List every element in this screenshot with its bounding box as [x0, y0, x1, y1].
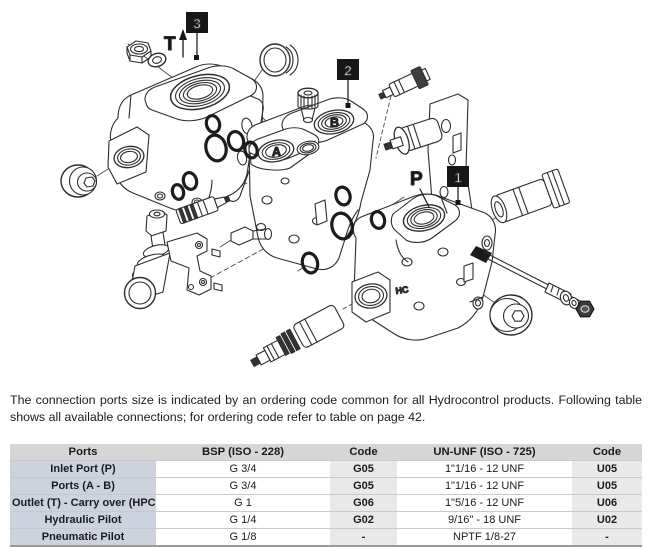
o-ring	[334, 185, 352, 207]
port-label-a: A	[272, 145, 281, 159]
cell-unf-code: U05	[572, 477, 642, 495]
cell-port: Inlet Port (P)	[10, 460, 156, 478]
marker-1: 1	[447, 166, 469, 205]
o-ring	[300, 251, 320, 275]
cell-bsp-code: G02	[330, 511, 397, 529]
cell-bsp: G 1/8	[156, 528, 330, 547]
description-paragraph: The connection ports size is indicated b…	[10, 393, 642, 424]
cell-bsp: G 3/4	[156, 477, 330, 495]
o-ring	[243, 140, 259, 160]
cartridge-valve-bottom	[250, 304, 345, 367]
work-pilot-hole	[296, 140, 320, 156]
cell-port: Outlet (T) - Carry over (HPCO)	[10, 494, 156, 512]
tie-rod-nut	[575, 300, 595, 318]
tie-rod-washer	[559, 290, 573, 306]
outlet-side-port	[113, 145, 145, 169]
inlet-port-p	[402, 204, 446, 232]
small-cartridge-fitting	[175, 196, 231, 225]
cell-port: Ports (A - B)	[10, 477, 156, 495]
inlet-side-port	[354, 283, 388, 309]
cell-port: Hydraulic Pilot	[10, 511, 156, 529]
cell-unf: NPTF 1/8-27	[397, 528, 572, 547]
relief-valve-assembly	[123, 209, 223, 310]
o-ring	[181, 171, 199, 191]
marker-2: 2	[337, 59, 359, 108]
marker-1-number: 1	[454, 170, 462, 186]
table-row: Inlet Port (P) G 3/4 G05 1"1/16 - 12 UNF…	[10, 460, 642, 478]
cell-unf: 1"1/16 - 12 UNF	[397, 477, 572, 495]
spool-clevis	[219, 226, 273, 248]
tie-rod-star-washer	[568, 297, 580, 309]
cell-bsp: G 1/4	[156, 511, 330, 529]
column-header-ports: Ports	[10, 443, 156, 461]
port-label-t: T	[164, 34, 176, 55]
o-ring	[170, 183, 186, 201]
valve-body-work	[246, 97, 375, 271]
socket-plug	[60, 164, 98, 198]
work-port-b	[313, 109, 355, 135]
table-row: Pneumatic Pilot G 1/8 - NPTF 1/8-27 -	[10, 528, 642, 547]
table-row: Outlet (T) - Carry over (HPCO) G 1 G06 1…	[10, 494, 642, 512]
table-row: Hydraulic Pilot G 1/4 G02 9/16" - 18 UNF…	[10, 511, 642, 529]
cell-port: Pneumatic Pilot	[10, 528, 156, 547]
cell-bsp: G 3/4	[156, 460, 330, 478]
exploded-view-diagram: HC	[60, 12, 595, 367]
cell-unf-code: U02	[572, 511, 642, 529]
end-plug	[489, 294, 533, 336]
column-header-code-bsp: Code	[330, 443, 397, 461]
cell-bsp-code: -	[330, 528, 397, 547]
cartridge-valve-right	[490, 168, 570, 224]
valve-exploded-drawing: HC	[60, 12, 595, 367]
t-arrow-head	[179, 29, 187, 40]
banjo-fitting	[378, 66, 431, 100]
cell-unf: 1"5/16 - 12 UNF	[397, 494, 572, 512]
port-label-p: P	[410, 169, 423, 190]
cell-unf-code: U05	[572, 460, 642, 478]
cell-unf: 1"1/16 - 12 UNF	[397, 460, 572, 478]
adjust-knob	[297, 87, 319, 124]
column-header-unf: UN-UNF (ISO - 725)	[397, 443, 572, 461]
port-label-t-group: T	[163, 29, 187, 58]
o-ring	[226, 130, 246, 152]
cell-bsp-code: G06	[330, 494, 397, 512]
plug-cap	[259, 43, 299, 77]
o-ring	[204, 114, 222, 134]
valve-body-outlet	[107, 63, 264, 212]
work-port-a	[257, 139, 295, 163]
marker-3: 3	[186, 12, 208, 60]
cell-bsp-code: G05	[330, 460, 397, 478]
cell-bsp-code: G05	[330, 477, 397, 495]
outlet-port-t	[169, 73, 231, 111]
tie-rod	[470, 246, 595, 318]
cell-bsp: G 1	[156, 494, 330, 512]
cell-unf-code: U06	[572, 494, 642, 512]
o-ring	[204, 133, 228, 163]
cast-logo-hc: HC	[395, 284, 410, 296]
column-header-bsp: BSP (ISO - 228)	[156, 443, 330, 461]
solenoid-cartridge	[383, 117, 443, 155]
o-ring	[330, 211, 354, 241]
table-header-row: Ports BSP (ISO - 228) Code UN-UNF (ISO -…	[10, 443, 642, 461]
marker-2-number: 2	[344, 63, 352, 79]
marker-3-number: 3	[193, 16, 201, 32]
ports-table: Ports BSP (ISO - 228) Code UN-UNF (ISO -…	[10, 443, 642, 547]
cell-unf: 9/16" - 18 UNF	[397, 511, 572, 529]
o-ring	[369, 210, 387, 230]
o-rings	[170, 114, 387, 275]
table-row: Ports (A - B) G 3/4 G05 1"1/16 - 12 UNF …	[10, 477, 642, 495]
hex-nut	[126, 40, 152, 64]
port-label-p-group: P	[409, 168, 430, 208]
port-label-b: B	[330, 116, 339, 130]
cell-unf-code: -	[572, 528, 642, 547]
washer	[147, 52, 167, 68]
column-header-code-unf: Code	[572, 443, 642, 461]
valve-body-inlet: HC	[351, 193, 497, 341]
